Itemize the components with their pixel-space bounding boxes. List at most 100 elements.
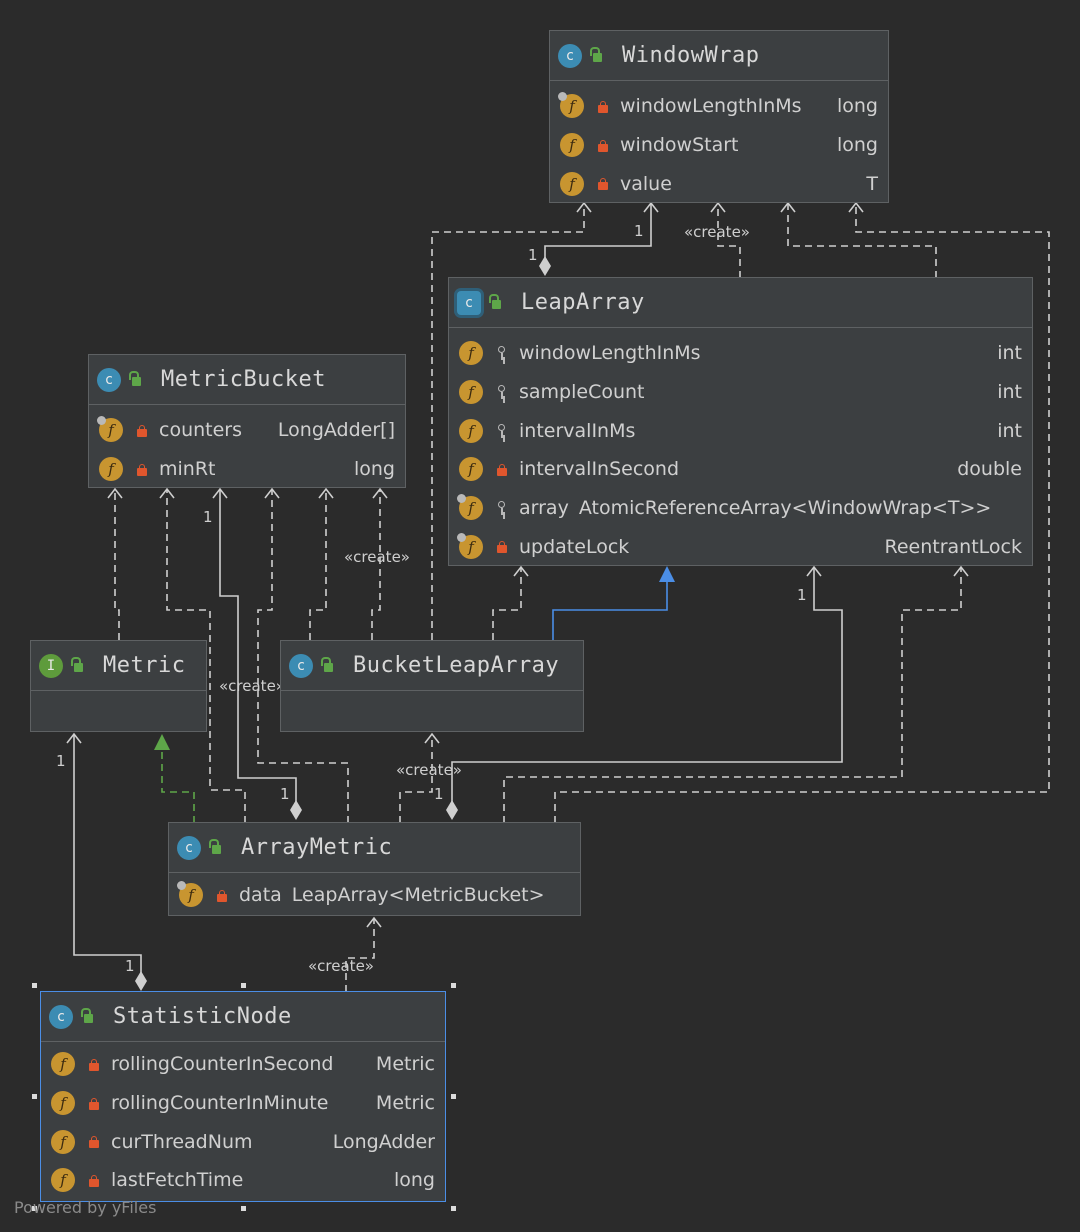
class-icon: c: [97, 367, 121, 392]
field-type: int: [997, 381, 1022, 404]
arrowhead: [66, 732, 82, 744]
field-name: windowLengthInMs: [519, 342, 701, 365]
private-lock-icon: [89, 1058, 99, 1071]
private-lock-icon: [89, 1097, 99, 1110]
resize-handle[interactable]: [241, 983, 246, 988]
field-name: rollingCounterInSecond: [111, 1053, 334, 1076]
edge-metric-to-metricbucket: [114, 490, 120, 640]
composition-diamond: [290, 800, 302, 820]
edge-label-create: «create»: [308, 957, 374, 975]
field-row: f windowLengthInMs long: [550, 87, 888, 126]
edge-arraymetric-composition-metricbucket: [219, 490, 297, 810]
package-private-icon: [497, 423, 507, 438]
resize-handle[interactable]: [451, 1094, 456, 1099]
field-icon: f: [177, 881, 203, 908]
class-header: I Metric: [31, 641, 206, 691]
field-icon: f: [457, 494, 483, 521]
public-icon: [209, 838, 223, 857]
field-name: lastFetchTime: [111, 1169, 244, 1192]
watermark: Powered by yFiles: [14, 1198, 157, 1217]
field-icon: f: [99, 457, 123, 482]
class-name: ArrayMetric: [241, 835, 393, 860]
resize-handle[interactable]: [32, 983, 37, 988]
edge-label-multiplicity: 1: [125, 957, 135, 975]
composition-diamond: [446, 800, 458, 820]
field-name: sampleCount: [519, 381, 645, 404]
resize-handle[interactable]: [32, 1206, 37, 1211]
edge-label-multiplicity: 1: [528, 246, 538, 264]
edge-arraymetric-composition-leaparray: [451, 568, 843, 810]
class-node-leaparray[interactable]: c LeapArray f windowLengthInMs int f sample…: [448, 277, 1033, 566]
resize-handle[interactable]: [451, 1206, 456, 1211]
private-lock-icon: [598, 178, 608, 191]
edge-label-multiplicity: 1: [56, 752, 66, 770]
field-name: windowStart: [620, 134, 739, 157]
field-row: f sampleCount int: [449, 373, 1032, 412]
field-name: array: [519, 497, 569, 520]
field-type: long: [836, 95, 878, 118]
edge-arraymetric-to-windowwrap: [554, 204, 1050, 823]
class-header: c BucketLeapArray: [281, 641, 583, 691]
class-name: StatisticNode: [113, 1004, 292, 1029]
field-icon: f: [560, 133, 584, 158]
private-lock-icon: [217, 889, 227, 902]
edge-label-create: «create»: [684, 223, 750, 241]
composition-diamond: [135, 971, 147, 991]
resize-handle[interactable]: [32, 1094, 37, 1099]
field-icon: f: [459, 457, 483, 482]
package-private-icon: [497, 385, 507, 400]
arrowhead: [159, 487, 175, 499]
edge-bucketleaparray-extends-leaparray: [552, 582, 668, 640]
edge-label-multiplicity: 1: [634, 222, 644, 240]
private-lock-icon: [598, 100, 608, 113]
field-icon: f: [459, 341, 483, 366]
field-icon: f: [459, 380, 483, 405]
field-type: double: [957, 458, 1022, 481]
class-header: c ArrayMetric: [169, 823, 580, 873]
class-icon: c: [289, 653, 313, 678]
edge-label-multiplicity: 1: [203, 508, 213, 526]
class-node-bucketleaparray[interactable]: c BucketLeapArray: [280, 640, 584, 732]
edge-leaparray-to-windowwrap-2: [787, 204, 937, 278]
field-icon: f: [558, 92, 584, 119]
field-type: LongAdder[]: [277, 419, 395, 442]
edge-bucketleaparray-to-windowwrap: [431, 204, 585, 640]
private-lock-icon: [89, 1174, 99, 1187]
field-icon: f: [51, 1129, 75, 1154]
class-header: c LeapArray: [449, 278, 1032, 328]
field-name: intervalInMs: [519, 419, 636, 442]
arrowhead: [643, 201, 659, 213]
interface-node-metric[interactable]: I Metric: [30, 640, 207, 732]
resize-handle[interactable]: [241, 1206, 246, 1211]
edge-label-create: «create»: [396, 761, 462, 779]
public-icon: [321, 656, 335, 675]
field-name: minRt: [159, 458, 216, 481]
field-name: counters: [159, 419, 243, 442]
resize-handle[interactable]: [451, 983, 456, 988]
field-name: data: [239, 884, 282, 907]
field-name: updateLock: [519, 535, 630, 558]
edge-label-multiplicity: 1: [797, 586, 807, 604]
private-lock-icon: [497, 541, 507, 554]
field-icon: f: [51, 1168, 75, 1193]
field-type: ReentrantLock: [884, 535, 1023, 558]
edge-arraymetric-to-leaparray: [503, 568, 962, 823]
edge-bucketleaparray-create-metricbucket: [371, 490, 381, 640]
private-lock-icon: [497, 463, 507, 476]
package-private-icon: [497, 346, 507, 361]
realization-triangle: [154, 734, 170, 750]
field-name: windowLengthInMs: [620, 95, 802, 118]
